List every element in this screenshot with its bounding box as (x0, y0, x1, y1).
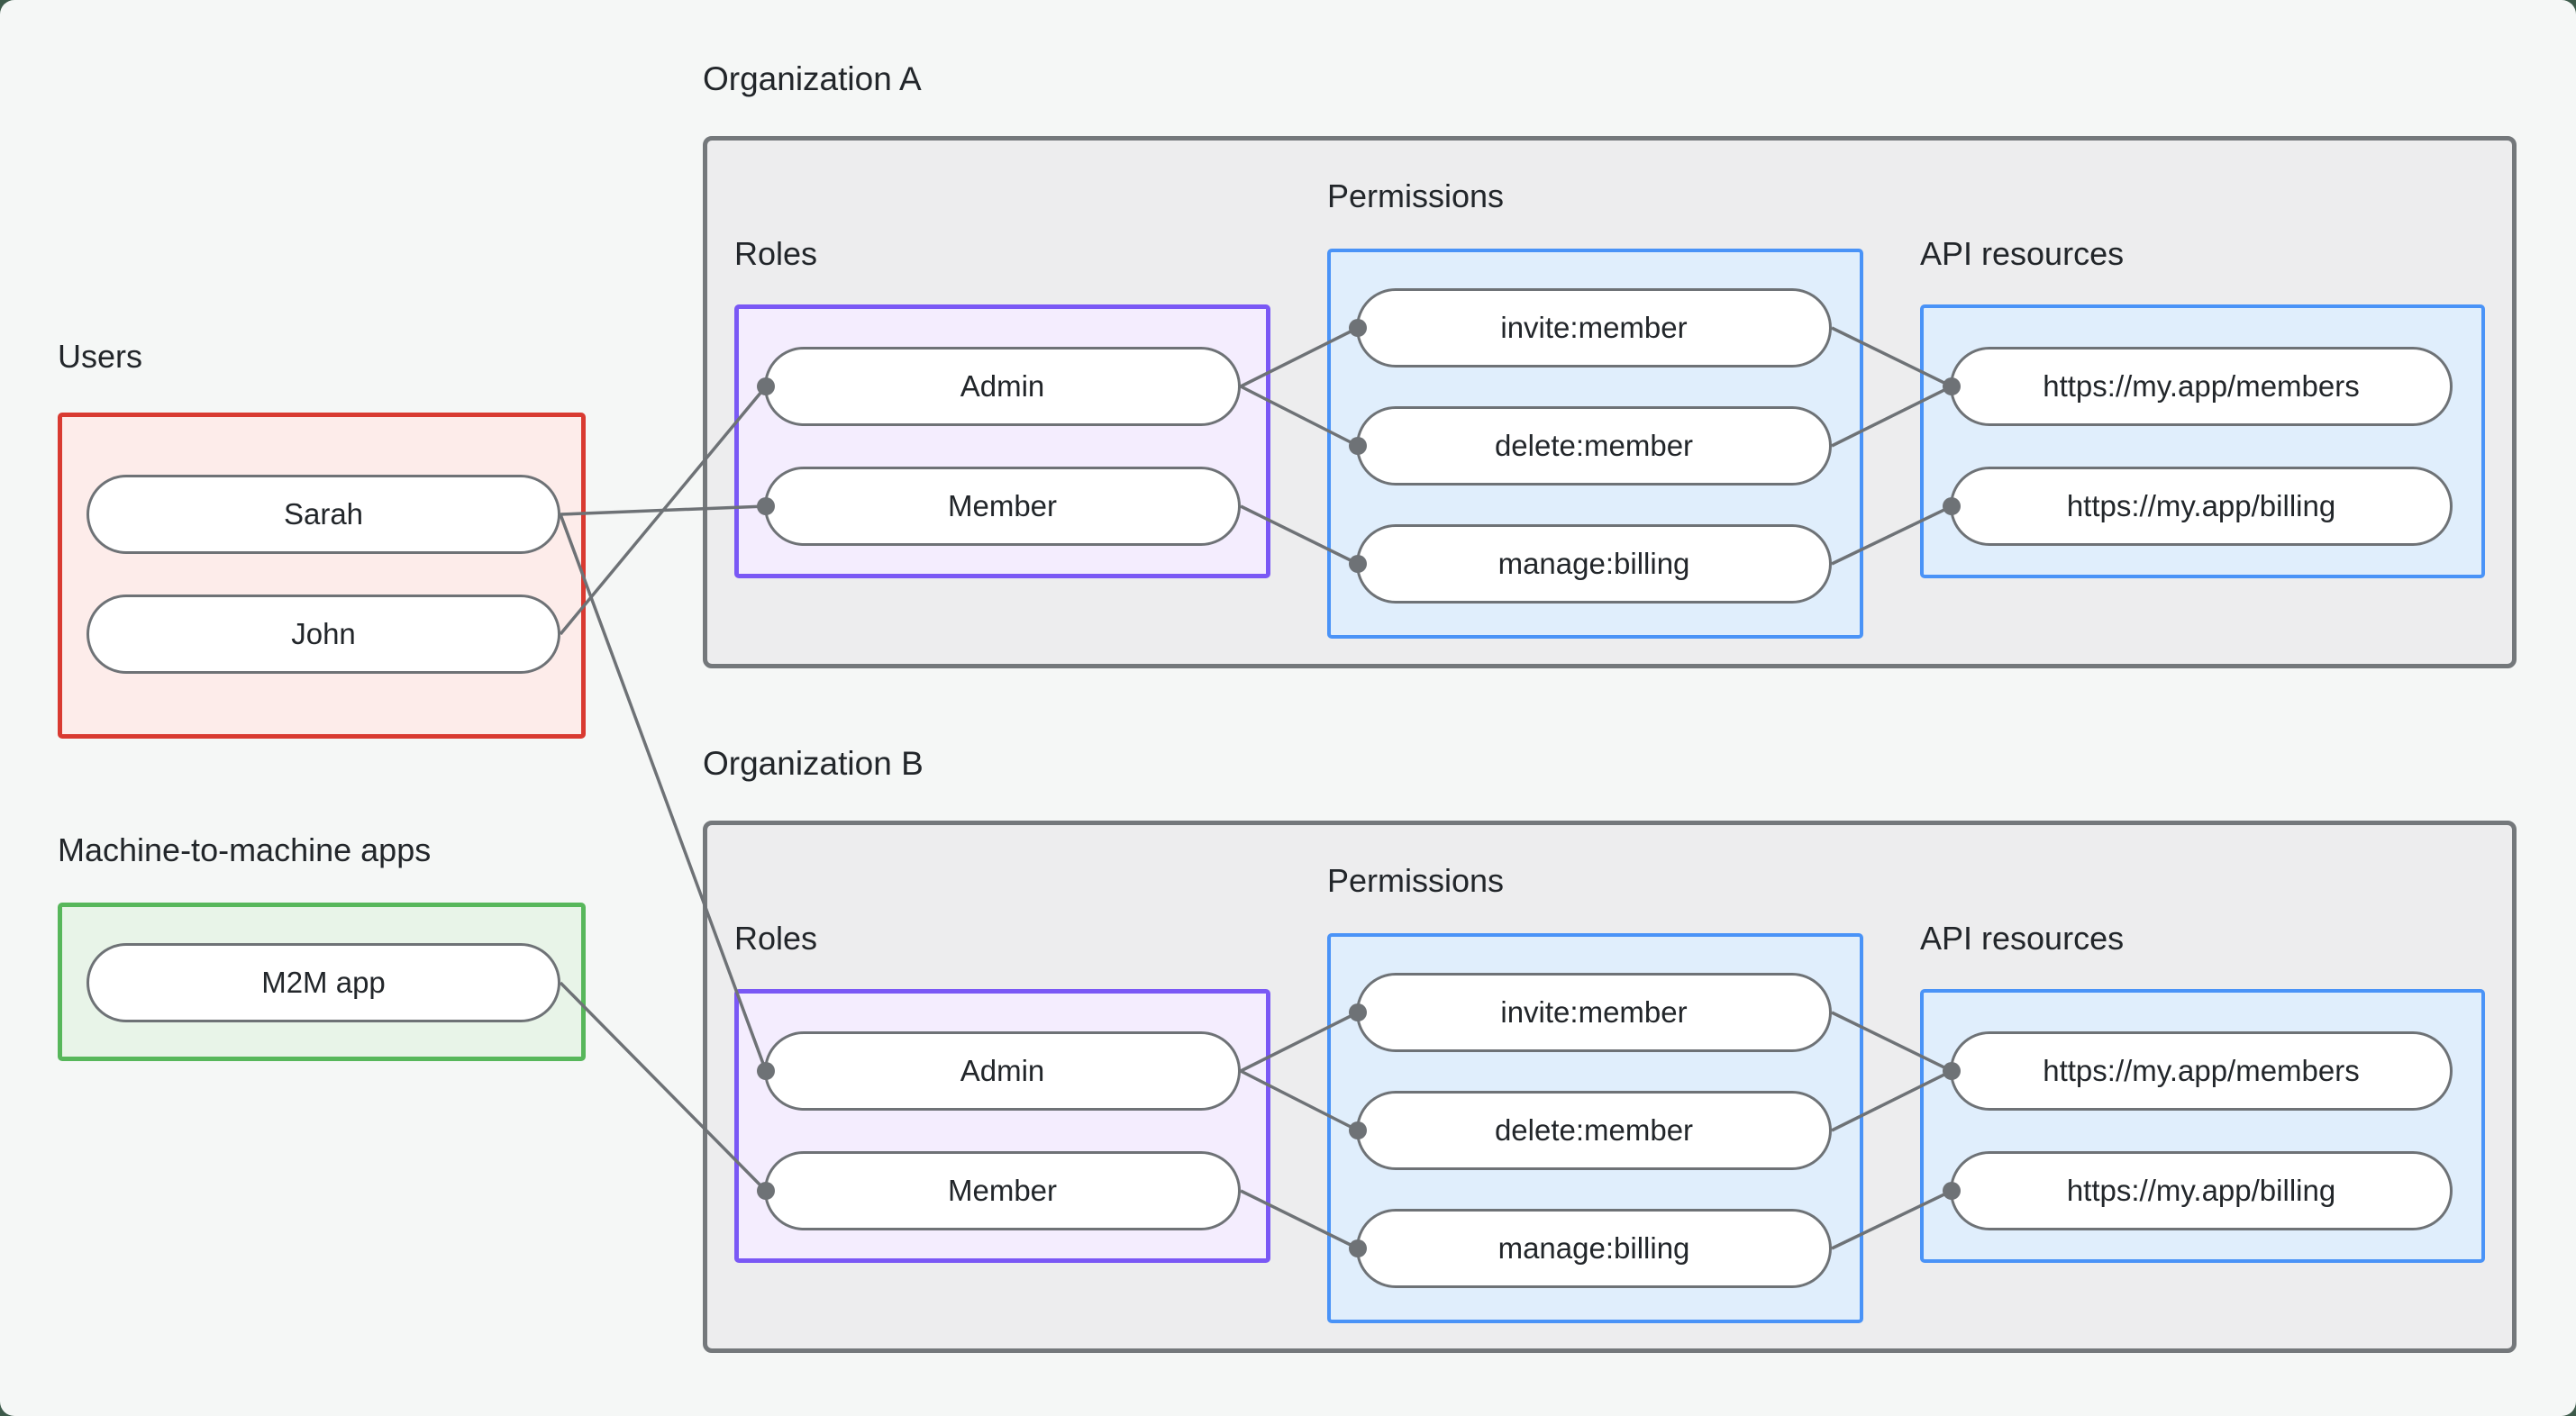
node-orgB-members-api: https://my.app/members (1950, 1031, 2453, 1111)
node-label: delete:member (1494, 429, 1694, 462)
node-label: manage:billing (1497, 1231, 1690, 1265)
node-label: https://my.app/billing (2066, 1174, 2336, 1207)
m2m-group-label: Machine-to-machine apps (58, 831, 432, 868)
node-orgB-billing-api: https://my.app/billing (1950, 1151, 2453, 1230)
node-john: John (86, 595, 560, 674)
node-orgB-manage: manage:billing (1356, 1209, 1832, 1288)
users-group-label: Users (58, 338, 143, 375)
node-label: https://my.app/members (2043, 1054, 2360, 1087)
org-a-permissions-label: Permissions (1327, 177, 1505, 214)
node-label: Member (947, 1174, 1058, 1207)
node-label: delete:member (1494, 1113, 1694, 1147)
node-label: https://my.app/members (2043, 369, 2360, 403)
node-label: Admin (960, 369, 1045, 403)
node-orgB-delete: delete:member (1356, 1091, 1832, 1170)
org-b-roles-label: Roles (734, 920, 818, 957)
node-orgA-admin: Admin (764, 347, 1241, 426)
node-label: Member (947, 489, 1058, 522)
org-a-api-label: API resources (1920, 235, 2125, 272)
node-orgA-invite: invite:member (1356, 288, 1832, 368)
node-label: John (291, 617, 356, 650)
node-label: Admin (960, 1054, 1045, 1087)
org-a-title: Organization A (703, 60, 922, 97)
node-orgA-delete: delete:member (1356, 406, 1832, 486)
users-group-box (58, 413, 586, 739)
node-orgB-admin: Admin (764, 1031, 1241, 1111)
org-b-title: Organization B (703, 745, 924, 782)
org-a-roles-label: Roles (734, 235, 818, 272)
node-orgA-manage: manage:billing (1356, 524, 1832, 604)
org-b-permissions-label: Permissions (1327, 862, 1505, 899)
node-orgA-billing-api: https://my.app/billing (1950, 467, 2453, 546)
node-orgB-member: Member (764, 1151, 1241, 1230)
node-label: manage:billing (1497, 547, 1690, 580)
node-label: M2M app (261, 966, 386, 999)
org-b-api-label: API resources (1920, 920, 2125, 957)
node-orgB-invite: invite:member (1356, 973, 1832, 1052)
node-sarah: Sarah (86, 475, 560, 554)
node-label: invite:member (1500, 311, 1688, 344)
node-label: invite:member (1500, 995, 1688, 1029)
node-label: https://my.app/billing (2066, 489, 2336, 522)
node-orgA-members-api: https://my.app/members (1950, 347, 2453, 426)
node-m2m-app: M2M app (86, 943, 560, 1022)
node-orgA-member: Member (764, 467, 1241, 546)
node-label: Sarah (283, 497, 364, 531)
